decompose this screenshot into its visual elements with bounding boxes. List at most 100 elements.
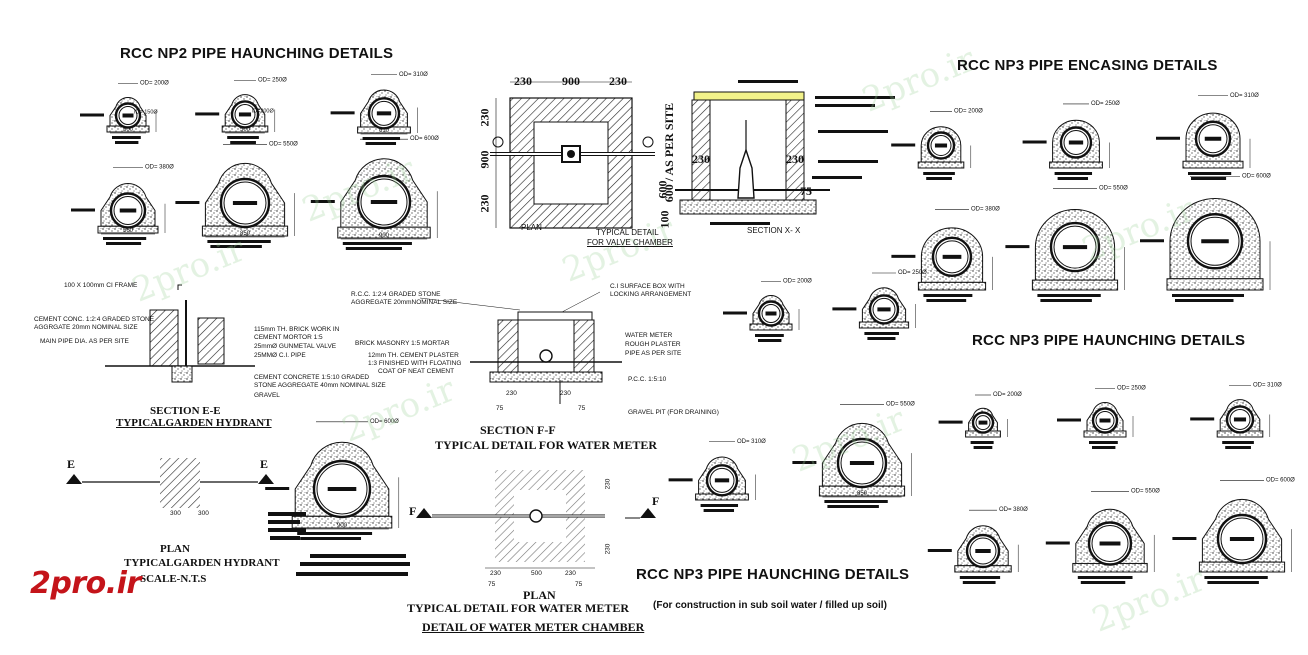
pipe-label-bar bbox=[1099, 418, 1111, 423]
od-label: OD= 200Ø bbox=[783, 279, 812, 285]
vc-section-dim: 600 bbox=[655, 180, 670, 199]
wm-note: R.C.C. 1:2:4 GRADED STONE bbox=[351, 291, 441, 298]
note-bar bbox=[1077, 576, 1133, 579]
id-label: ID=200Ø bbox=[252, 108, 275, 114]
note-bar bbox=[210, 245, 262, 248]
pcc-bed bbox=[489, 371, 603, 383]
leader-bar bbox=[71, 208, 95, 212]
note-bar bbox=[812, 176, 862, 179]
gh-note: CEMENT CONCRETE 1:5:10 GRADED bbox=[254, 374, 370, 381]
od-label: OD= 600Ø bbox=[370, 419, 399, 425]
gh-scale: SCALE-N.T.S bbox=[140, 573, 207, 585]
note-bar bbox=[230, 141, 256, 144]
leader-bar bbox=[891, 143, 916, 147]
pipe-label-bar bbox=[119, 208, 137, 213]
section-arrow bbox=[66, 474, 82, 484]
pcc-base bbox=[1031, 279, 1119, 291]
od-label: OD= 600Ø bbox=[1266, 478, 1295, 484]
note-bar bbox=[867, 337, 896, 340]
pipe-detail-enc-b: OD= 250Ø bbox=[1022, 101, 1120, 180]
note-bar bbox=[106, 242, 142, 245]
pipe-label-bar bbox=[1229, 537, 1255, 541]
gh-section-title: SECTION E-E bbox=[150, 405, 221, 417]
wm-note: 1:3 FINISHED WITH FLOATING bbox=[368, 360, 462, 367]
note-bar bbox=[362, 137, 401, 140]
gh-note: 25mmØ GUNMETAL VALVE bbox=[254, 343, 337, 350]
valve bbox=[737, 147, 755, 199]
base-label: 850 bbox=[240, 231, 251, 237]
valve-stem bbox=[567, 150, 575, 158]
pipe-detail-np3-d: OD= 250Ø bbox=[1057, 386, 1146, 449]
leader-bar bbox=[1005, 245, 1030, 249]
note-bar bbox=[268, 520, 300, 524]
note-bar bbox=[268, 512, 306, 516]
gh-plan-dim: 300 bbox=[170, 510, 181, 517]
pipe-label-bar bbox=[714, 478, 730, 483]
leader-bar bbox=[330, 111, 355, 115]
leader-bar bbox=[265, 487, 290, 490]
vc-section-dim: 230 bbox=[692, 152, 710, 166]
pipe-label-bar bbox=[849, 461, 875, 465]
vc-dim-left-3: 230 bbox=[477, 194, 492, 213]
pipe-detail-enc-f: OD= 600Ø bbox=[1140, 173, 1271, 302]
note-bar bbox=[1207, 581, 1259, 584]
section-marker bbox=[492, 136, 504, 148]
gh-note: CEMENT MORTOR 1:5 bbox=[254, 334, 323, 341]
misc-drawings bbox=[66, 80, 895, 576]
pipe-detail-np3-f: OD= 380Ø bbox=[927, 507, 1028, 584]
note-bar bbox=[815, 96, 895, 99]
vc-dim-top-2: 900 bbox=[562, 74, 580, 88]
note-bar bbox=[1089, 441, 1118, 444]
gh-note: STONE AGGREGATE 40mm NOMINAL SIZE bbox=[254, 382, 386, 389]
od-label: OD= 550Ø bbox=[886, 402, 915, 408]
wm-plan-dim: 230 bbox=[604, 478, 612, 490]
od-label: OD= 310Ø bbox=[399, 72, 428, 78]
note-bar bbox=[926, 299, 967, 302]
note-bar bbox=[310, 554, 406, 558]
title-np3-encasing: RCC NP3 PIPE ENCASING DETAILS bbox=[957, 57, 1218, 74]
id-label: ID= 150Ø bbox=[134, 110, 158, 116]
note-bar bbox=[300, 537, 362, 540]
chamber-hatch bbox=[160, 458, 200, 508]
od-label: OD= 550Ø bbox=[1131, 489, 1160, 495]
wm-note: GRAVEL PIT (FOR DRAINING) bbox=[628, 409, 719, 416]
wm-section-title: SECTION F-F bbox=[480, 423, 556, 437]
leader-bar bbox=[1022, 140, 1047, 144]
gh-marker-left: E bbox=[67, 457, 76, 471]
note-bar bbox=[300, 562, 410, 566]
pipe-label-bar bbox=[1201, 239, 1229, 244]
section-arrow bbox=[640, 508, 656, 518]
wm-plan-dim: 75 bbox=[575, 581, 583, 588]
pipe-detail-enc-c: OD= 310Ø bbox=[1156, 93, 1259, 180]
wm-plan-dim: 75 bbox=[488, 581, 496, 588]
note-bar bbox=[864, 332, 899, 335]
water-meter bbox=[539, 349, 553, 363]
wm-dim: 230 bbox=[560, 390, 571, 397]
note-bar bbox=[268, 528, 306, 532]
pcc-base bbox=[917, 161, 965, 169]
wm-note: BRICK MASONRY 1:5 MORTAR bbox=[355, 340, 450, 347]
note-bar bbox=[1040, 299, 1092, 302]
pipe-label-bar bbox=[122, 113, 134, 118]
pcc-base bbox=[1182, 160, 1244, 169]
title-np3-haunching-bottom: RCC NP3 PIPE HAUNCHING DETAILS bbox=[636, 566, 910, 583]
note-bar bbox=[738, 80, 798, 83]
note-bar bbox=[926, 177, 952, 180]
note-bar bbox=[1092, 446, 1116, 449]
wm-note: C.I SURFACE BOX WITH bbox=[610, 283, 685, 290]
wm-note: P.C.C. 1:5:10 bbox=[628, 376, 667, 383]
note-bar bbox=[818, 130, 888, 133]
note-bar bbox=[112, 136, 141, 139]
pipe-label-bar bbox=[877, 307, 891, 312]
site-logo: 2pro.ir bbox=[30, 566, 141, 601]
gh-note: CEMENT CONC. 1:2:4 GRADED STONE bbox=[34, 316, 155, 323]
pipe-detail-enc-d: OD= 380Ø bbox=[891, 206, 1000, 302]
pipe-detail-enc-a: OD= 200Ø bbox=[891, 108, 983, 180]
gh-note: 115mm TH. BRICK WORK IN bbox=[254, 326, 340, 333]
pipe-detail-enc-e: OD= 550Ø bbox=[1005, 186, 1128, 302]
leader-bar bbox=[310, 200, 335, 203]
title-np3-haunching-mid: RCC NP3 PIPE HAUNCHING DETAILS bbox=[972, 332, 1246, 349]
